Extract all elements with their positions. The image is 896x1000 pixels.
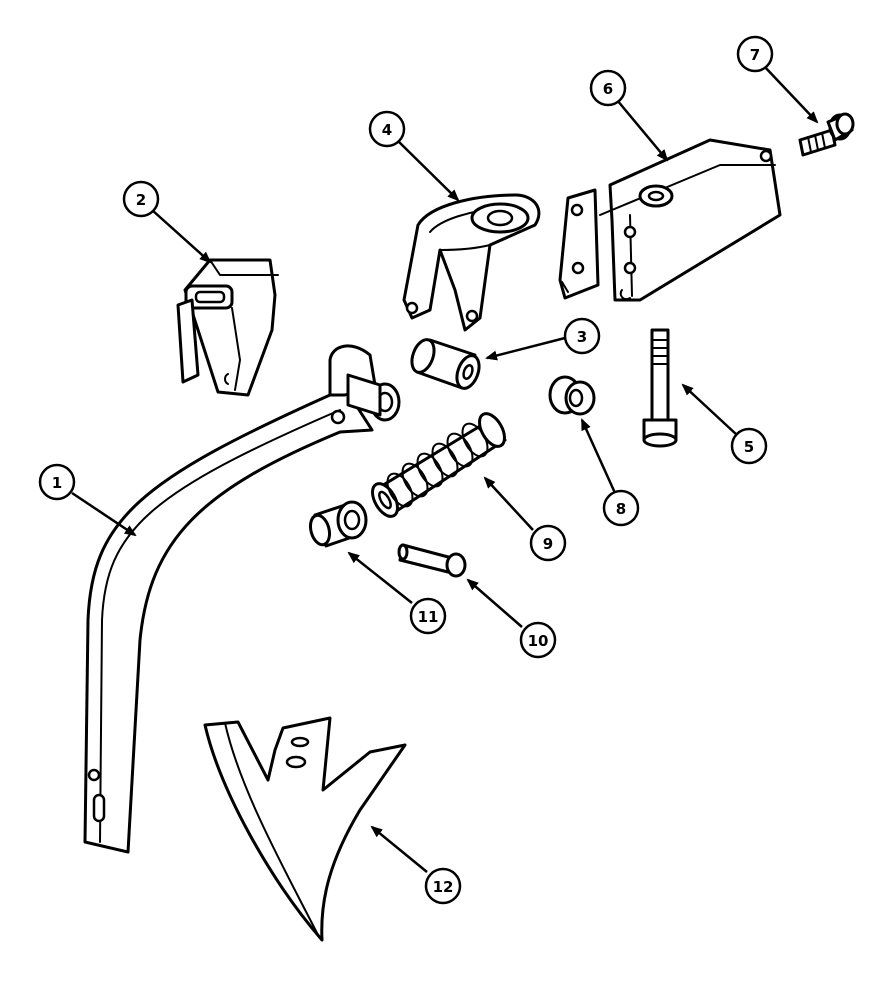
callout-11-label: 11: [418, 608, 439, 626]
leader-7: [762, 64, 819, 124]
callout-5-label: 5: [744, 438, 754, 456]
part-5-long-bolt: [642, 328, 678, 448]
leader-8: [580, 418, 617, 494]
callout-8: 8: [602, 489, 640, 527]
callout-11: 11: [409, 597, 447, 635]
callout-9-label: 9: [543, 535, 553, 553]
callout-4-label: 4: [382, 121, 392, 139]
leader-1: [71, 491, 137, 537]
leader-9: [483, 476, 534, 531]
part-8-nut: [548, 375, 596, 416]
callout-12: 12: [424, 867, 462, 905]
callout-7-label: 7: [750, 46, 760, 64]
callout-1-label: 1: [52, 474, 62, 492]
leader-6: [616, 99, 669, 162]
callout-4: 4: [368, 110, 406, 148]
callout-leaders: [71, 64, 819, 873]
leader-12: [370, 825, 428, 873]
part-1-shank: [83, 344, 401, 854]
callout-6-label: 6: [603, 80, 613, 98]
leader-2: [151, 209, 212, 264]
callout-10-label: 10: [528, 632, 549, 650]
callout-7: 7: [736, 35, 774, 73]
part-10-pin: [397, 543, 467, 578]
part-12-sweep: [203, 716, 407, 942]
part-2-clip: [176, 258, 279, 397]
part-4-yoke: [402, 193, 541, 332]
part-9-spring: [371, 412, 507, 518]
callout-12-label: 12: [433, 878, 454, 896]
callout-6: 6: [589, 69, 627, 107]
leader-5: [681, 383, 738, 436]
part-7-bolt: [798, 112, 855, 157]
callout-1: 1: [38, 463, 76, 501]
leader-4: [396, 139, 460, 202]
callout-3-label: 3: [577, 328, 587, 346]
part-6-housing: [558, 138, 782, 302]
leader-11: [347, 551, 413, 604]
leader-10: [466, 578, 523, 628]
callout-8-label: 8: [616, 500, 626, 518]
callout-2: 2: [122, 180, 160, 218]
part-3-bushing: [410, 338, 481, 390]
callout-3: 3: [563, 317, 601, 355]
callout-9: 9: [529, 524, 567, 562]
leader-3: [485, 336, 566, 361]
callout-10: 10: [519, 621, 557, 659]
callout-2-label: 2: [136, 191, 146, 209]
callout-5: 5: [730, 427, 768, 465]
part-11-collar: [308, 500, 368, 548]
